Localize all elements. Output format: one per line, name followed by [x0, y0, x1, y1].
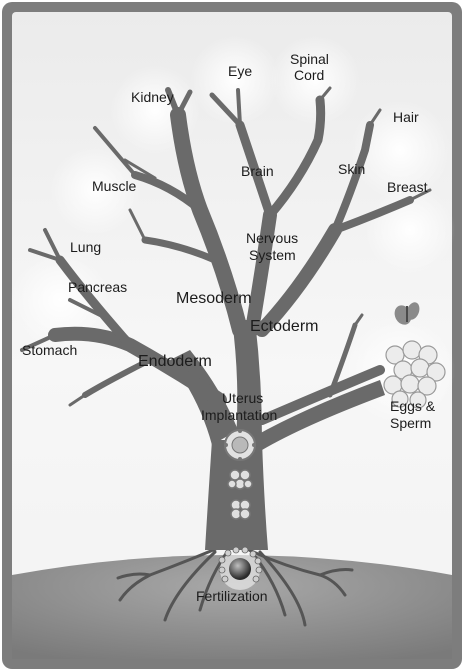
blastocyst-icon — [224, 429, 256, 461]
label-ectoderm: Ectoderm — [250, 318, 318, 335]
label-stomach: Stomach — [22, 342, 77, 358]
morula-icon — [228, 470, 252, 489]
label-spinal-cord-line1: Spinal — [290, 51, 329, 67]
label-brain: Brain — [241, 163, 274, 179]
label-hair: Hair — [393, 109, 419, 125]
label-muscle: Muscle — [92, 178, 137, 194]
label-breast: Breast — [387, 179, 428, 195]
label-eggs-sperm-line1: Eggs & — [390, 398, 436, 414]
label-kidney: Kidney — [131, 89, 174, 105]
label-lung: Lung — [70, 239, 101, 255]
label-nervous-system-line2: System — [249, 247, 296, 263]
label-fertilization: Fertilization — [196, 588, 268, 604]
label-pancreas: Pancreas — [68, 279, 127, 295]
label-eggs-sperm-line2: Sperm — [390, 415, 431, 431]
label-skin: Skin — [338, 161, 365, 177]
label-nervous-system-line1: Nervous — [246, 230, 298, 246]
label-mesoderm: Mesoderm — [176, 290, 252, 307]
label-eye: Eye — [228, 63, 252, 79]
label-uterus-implantation-line2: Implantation — [201, 407, 277, 423]
label-uterus-implantation-line1: Uterus — [222, 390, 263, 406]
label-spinal-cord-line2: Cord — [294, 67, 324, 83]
label-endoderm: Endoderm — [138, 353, 212, 370]
